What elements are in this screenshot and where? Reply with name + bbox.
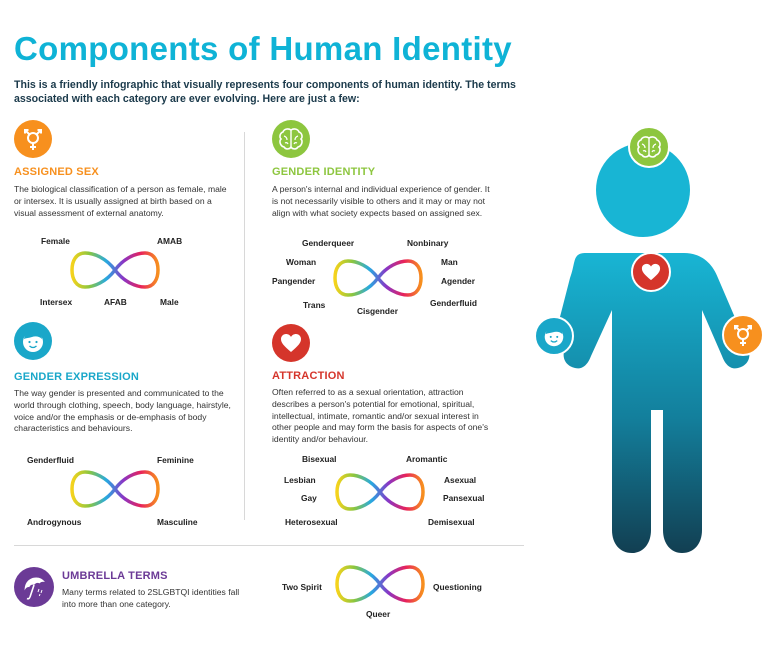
term-questioning: Questioning <box>433 582 482 592</box>
term-lesbian: Lesbian <box>284 475 316 485</box>
umbrella-terms-description: Many terms related to 2SLGBTQI identitie… <box>62 587 240 609</box>
term-afab: AFAB <box>104 297 127 307</box>
gender-symbol-icon <box>14 120 52 158</box>
term-bisexual: Bisexual <box>302 454 337 464</box>
term-heterosexual: Heterosexual <box>285 517 338 527</box>
gender-expression-description: The way gender is presented and communic… <box>14 388 231 434</box>
term-aromantic: Aromantic <box>406 454 448 464</box>
term-agender: Agender <box>441 276 475 286</box>
face-icon <box>14 322 52 360</box>
term-man: Man <box>441 257 458 267</box>
page-title: Components of Human Identity <box>14 30 512 67</box>
figure-face-icon <box>534 316 574 356</box>
term-genderqueer: Genderqueer <box>302 238 355 248</box>
term-male: Male <box>160 297 179 307</box>
term-cisgender: Cisgender <box>357 306 398 316</box>
term-trans: Trans <box>303 300 326 310</box>
term-androgynous: Androgynous <box>27 517 82 527</box>
attraction-title: ATTRACTION <box>272 370 345 382</box>
gender-identity-infinity <box>333 259 423 297</box>
attraction-infinity <box>335 473 425 511</box>
gender-expression-infinity <box>70 470 160 508</box>
term-two-spirit: Two Spirit <box>282 582 322 592</box>
assigned-sex-title: ASSIGNED SEX <box>14 166 99 178</box>
brain-icon <box>272 120 310 158</box>
vertical-divider <box>244 132 245 520</box>
term-nonbinary: Nonbinary <box>407 238 449 248</box>
intro-text: This is a friendly infographic that visu… <box>14 79 516 105</box>
term-genderfluid-identity: Genderfluid <box>430 298 477 308</box>
umbrella-icon <box>14 567 54 607</box>
term-demisexual: Demisexual <box>428 517 475 527</box>
term-intersex: Intersex <box>40 297 73 307</box>
term-woman: Woman <box>286 257 317 267</box>
term-pangender: Pangender <box>272 276 316 286</box>
term-gay: Gay <box>301 493 317 503</box>
assigned-sex-description: The biological classification of a perso… <box>14 184 227 218</box>
heart-icon <box>272 324 310 362</box>
term-masculine: Masculine <box>157 517 198 527</box>
term-genderfluid-expression: Genderfluid <box>27 455 74 465</box>
gender-identity-description: A person's internal and individual exper… <box>272 184 490 218</box>
figure-heart-icon <box>631 252 671 292</box>
assigned-sex-infinity <box>70 251 160 289</box>
term-pansexual: Pansexual <box>443 493 485 503</box>
figure-gender-symbol-icon <box>722 314 764 356</box>
horizontal-divider <box>14 545 524 546</box>
gender-identity-title: GENDER IDENTITY <box>272 166 376 178</box>
term-queer: Queer <box>366 609 391 619</box>
umbrella-infinity <box>335 565 425 603</box>
human-figure <box>552 143 750 553</box>
gender-expression-title: GENDER EXPRESSION <box>14 371 140 383</box>
attraction-description: Often referred to as a sexual orientatio… <box>272 387 489 445</box>
umbrella-terms-title: UMBRELLA TERMS <box>62 570 168 582</box>
term-amab: AMAB <box>157 236 183 246</box>
figure-brain-icon <box>628 126 670 168</box>
term-feminine: Feminine <box>157 455 194 465</box>
term-asexual: Asexual <box>444 475 477 485</box>
term-female: Female <box>41 236 70 246</box>
